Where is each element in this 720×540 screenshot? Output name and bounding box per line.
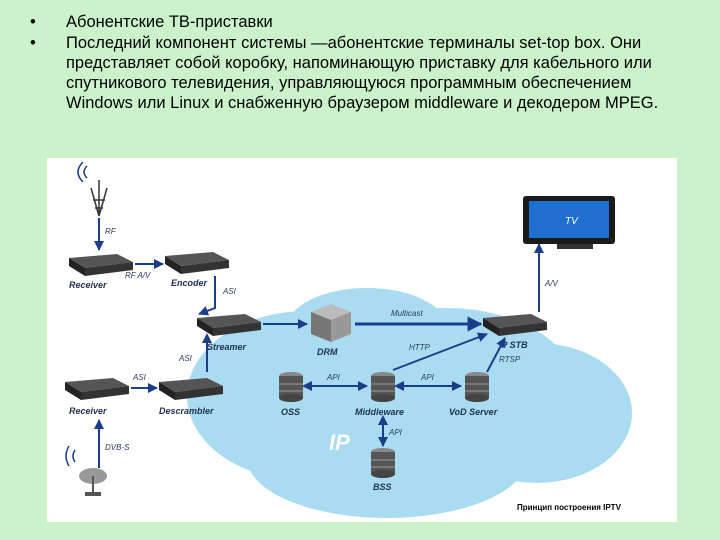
node-label-middleware: Middleware bbox=[355, 407, 404, 417]
receiver-top-icon bbox=[69, 254, 133, 276]
bullet-text: Абонентские ТВ-приставки bbox=[66, 13, 273, 31]
bullet-item: • Абонентские ТВ-приставки bbox=[30, 12, 700, 32]
drm-icon bbox=[311, 304, 351, 342]
node-label-encoder: Encoder bbox=[171, 278, 208, 288]
bullet-list: • Абонентские ТВ-приставки • Последний ком… bbox=[30, 12, 700, 114]
edge-http bbox=[392, 332, 488, 371]
bullet-item: • Последний компонент системы —абонентски… bbox=[30, 33, 700, 113]
edge-label-api-right: API bbox=[420, 373, 435, 382]
descrambler-icon bbox=[159, 378, 223, 400]
node-label-receiver-bottom: Receiver bbox=[69, 406, 107, 416]
edge-label-rtsp: RTSP bbox=[499, 355, 521, 364]
edge-label-multicast: Multicast bbox=[391, 309, 423, 318]
edge-label-av-tv: A/V bbox=[544, 279, 559, 288]
bullet-marker: • bbox=[30, 13, 36, 31]
bss-server-icon bbox=[371, 448, 395, 478]
node-label-drm: DRM bbox=[317, 347, 338, 357]
node-label-descrambler: Descrambler bbox=[159, 406, 214, 416]
edge-asi-encoder bbox=[198, 276, 216, 316]
bullet-marker: • bbox=[30, 34, 36, 52]
edge-label-asi-stream-down: ASI bbox=[178, 354, 193, 363]
ip-stb-icon bbox=[483, 314, 547, 336]
iptv-diagram-svg: IP RF Receiver RF A/V Encoder ASI Stream… bbox=[65, 161, 632, 518]
bullet-text: Последний компонент системы —абонентские… bbox=[66, 34, 659, 112]
receiver-bottom-icon bbox=[65, 378, 129, 400]
edge-label-rf: RF bbox=[105, 227, 117, 236]
node-label-streamer: Streamer bbox=[207, 342, 247, 352]
edge-label-dvb-s: DVB-S bbox=[105, 443, 130, 452]
tv-icon bbox=[523, 196, 615, 249]
edge-label-api-left: API bbox=[326, 373, 341, 382]
ip-cloud-label: IP bbox=[329, 430, 350, 455]
node-label-vod-server: VoD Server bbox=[449, 407, 498, 417]
oss-server-icon bbox=[279, 372, 303, 402]
edge-label-asi-receiver: ASI bbox=[132, 373, 147, 382]
streamer-icon bbox=[197, 314, 261, 336]
node-label-oss: OSS bbox=[281, 407, 300, 417]
edge-label-asi-encoder: ASI bbox=[222, 287, 237, 296]
iptv-diagram: IP RF Receiver RF A/V Encoder ASI Stream… bbox=[47, 158, 677, 522]
edge-label-api-down: API bbox=[388, 428, 403, 437]
node-label-receiver-top: Receiver bbox=[69, 280, 107, 290]
diagram-caption: Принцип построения IPTV bbox=[517, 503, 622, 512]
middleware-server-icon bbox=[371, 372, 395, 402]
node-label-tv: TV bbox=[565, 216, 579, 227]
node-label-ip-stb: IP STB bbox=[499, 340, 528, 350]
node-label-bss: BSS bbox=[373, 482, 392, 492]
encoder-icon bbox=[165, 252, 229, 274]
satellite-dish-icon bbox=[65, 445, 107, 496]
antenna-icon bbox=[77, 161, 108, 217]
edge-label-rf-av: RF A/V bbox=[125, 271, 151, 280]
vod-server-icon bbox=[465, 372, 489, 402]
edge-label-http: HTTP bbox=[409, 343, 431, 352]
edge-rtsp bbox=[486, 337, 506, 373]
